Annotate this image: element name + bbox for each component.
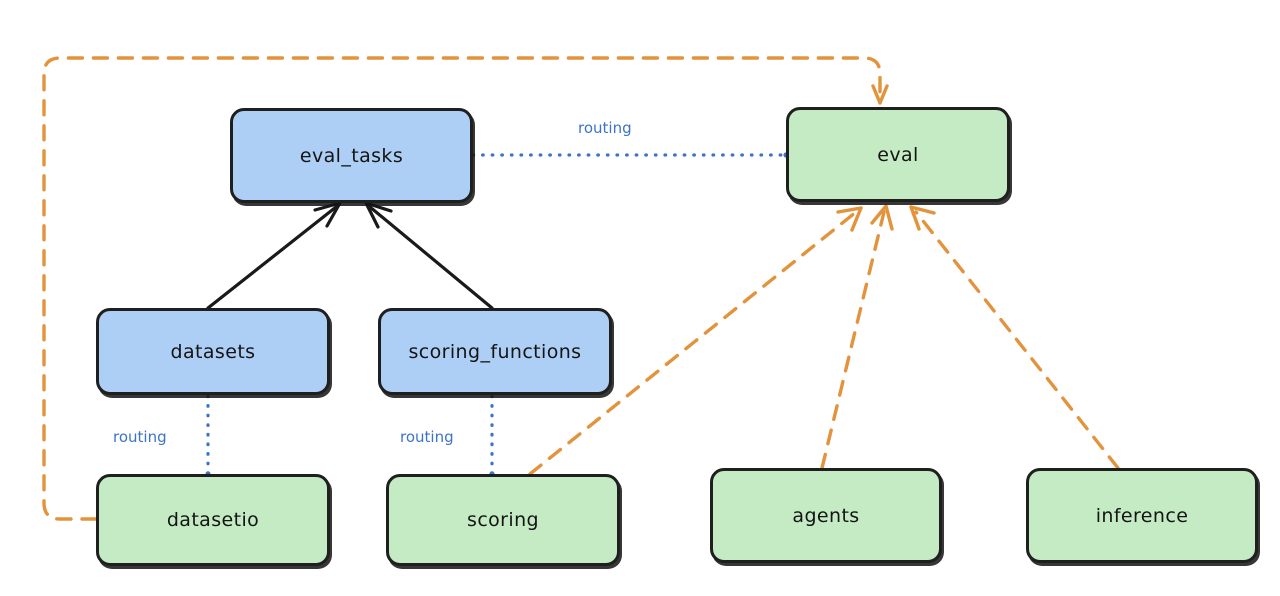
- node-scoring[interactable]: scoring: [386, 474, 620, 566]
- node-label: datasetio: [166, 509, 260, 531]
- node-label: scoring: [467, 509, 539, 531]
- node-datasets[interactable]: datasets: [96, 308, 330, 395]
- edge-label-routing-scoring-functions-scoring: routing: [400, 428, 454, 446]
- node-eval-tasks[interactable]: eval_tasks: [230, 108, 473, 203]
- edge-agents-to-eval: [820, 204, 894, 470]
- edge-datasetio-to-eval: [42, 56, 889, 521]
- edge-datasets-to-eval-tasks: [206, 201, 342, 310]
- edge-inference-to-eval: [909, 205, 1120, 470]
- node-label: scoring_functions: [408, 340, 582, 363]
- node-agents[interactable]: agents: [710, 468, 942, 563]
- edge-scoring-functions-to-scoring: [489, 394, 495, 477]
- node-inference[interactable]: inference: [1026, 468, 1258, 563]
- edge-scoring-functions-to-eval-tasks: [364, 201, 494, 310]
- node-label: datasets: [170, 340, 256, 363]
- node-label: agents: [792, 504, 860, 527]
- edge-label-routing-eval-tasks-eval: routing: [578, 119, 632, 137]
- edge-datasets-to-datasetio: [205, 394, 211, 477]
- node-scoring-functions[interactable]: scoring_functions: [378, 308, 612, 395]
- node-datasetio[interactable]: datasetio: [96, 474, 330, 566]
- node-label: eval_tasks: [299, 144, 404, 167]
- node-label: eval: [877, 143, 919, 166]
- edge-eval-tasks-to-eval: [471, 152, 789, 158]
- edge-label-routing-datasets-datasetio: routing: [113, 428, 167, 446]
- node-label: inference: [1095, 504, 1189, 527]
- edge-scoring-to-eval: [528, 206, 863, 476]
- node-eval[interactable]: eval: [786, 107, 1010, 202]
